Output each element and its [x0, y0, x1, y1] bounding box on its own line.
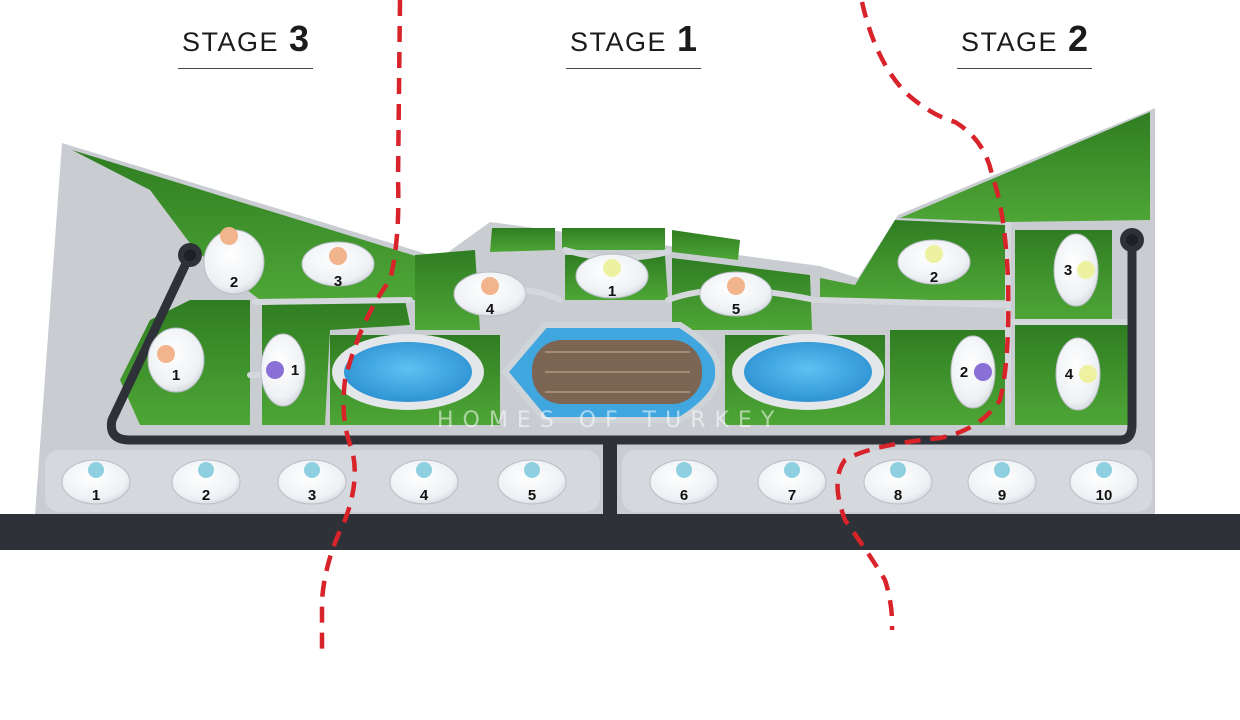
- villa-number: 5: [732, 301, 740, 318]
- villa[interactable]: 2: [203, 227, 265, 295]
- villa[interactable]: 3: [1053, 233, 1099, 307]
- villa-number: 1: [291, 362, 299, 379]
- villa[interactable]: 2: [171, 459, 241, 505]
- villa-number: 4: [1065, 366, 1074, 383]
- villa[interactable]: 9: [967, 459, 1037, 505]
- villa[interactable]: 5: [497, 459, 567, 505]
- stage-word: STAGE: [182, 27, 280, 57]
- villa-number: 7: [788, 487, 796, 504]
- villa-number: 1: [92, 487, 100, 504]
- villa[interactable]: 4: [1055, 337, 1101, 411]
- villa[interactable]: 5: [699, 271, 773, 318]
- villa-number: 9: [998, 487, 1006, 504]
- villa-number: 2: [230, 274, 238, 291]
- villa-number: 2: [930, 269, 938, 286]
- villa-number: 8: [894, 487, 902, 504]
- villa[interactable]: 1: [575, 253, 649, 300]
- main-road: [0, 514, 1240, 550]
- villa[interactable]: 1: [260, 333, 306, 407]
- villa[interactable]: 6: [649, 459, 719, 505]
- villa[interactable]: 4: [453, 271, 527, 318]
- villa[interactable]: 1: [61, 459, 131, 505]
- stage-3-title: STAGE 3: [178, 18, 314, 69]
- villa[interactable]: 3: [301, 241, 375, 290]
- stage-1-title: STAGE 1: [566, 18, 702, 69]
- villa[interactable]: 2: [950, 335, 996, 409]
- villa[interactable]: 7: [757, 459, 827, 505]
- villa-number: 6: [680, 487, 688, 504]
- villa-number: 3: [334, 273, 342, 290]
- villa-number: 5: [528, 487, 536, 504]
- stage-number: 1: [677, 18, 698, 59]
- villa[interactable]: 2: [897, 239, 971, 286]
- villas-stage-1: 4 1 5: [453, 253, 773, 318]
- villa-number: 3: [1064, 262, 1072, 279]
- stage-boundary-right: [835, 1, 1011, 631]
- villa[interactable]: 8: [863, 459, 933, 505]
- grass-area: [900, 112, 1150, 222]
- villa[interactable]: 4: [389, 459, 459, 505]
- grass-area: [415, 250, 480, 330]
- villa-number: 1: [608, 283, 616, 300]
- stage-number: 3: [289, 18, 310, 59]
- villa-number: 4: [420, 487, 429, 504]
- villa-number: 1: [172, 367, 180, 384]
- stage-number: 2: [1068, 18, 1089, 59]
- villa[interactable]: 3: [277, 459, 347, 505]
- stage-word: STAGE: [961, 27, 1059, 57]
- villa-number: 10: [1096, 487, 1113, 504]
- villa-number: 4: [486, 301, 495, 318]
- stage-2-title: STAGE 2: [957, 18, 1093, 69]
- grass-area: [562, 228, 665, 250]
- villas-bottom-row: 1 2 3 4 5 6 7: [61, 459, 1139, 505]
- grass-area: [490, 228, 555, 252]
- stage-word: STAGE: [570, 27, 668, 57]
- villa[interactable]: 1: [147, 327, 205, 393]
- villas-stage-2: 2 3 2 4: [897, 233, 1101, 411]
- villa[interactable]: 10: [1069, 459, 1139, 505]
- grass-area: [672, 230, 740, 260]
- villa-number: 2: [960, 364, 968, 381]
- villa-number: 2: [202, 487, 210, 504]
- ring-road: [106, 240, 1137, 445]
- stage-boundary-left: [319, 0, 403, 655]
- villas-stage-3: 2 3 1 1: [147, 227, 375, 407]
- watermark: HOMES OF TURKEY: [437, 408, 784, 433]
- villa-number: 3: [308, 487, 316, 504]
